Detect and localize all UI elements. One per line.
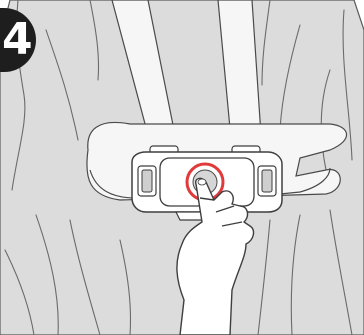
- thumb-nail: [198, 179, 206, 185]
- step-badge: 4: [0, 8, 36, 72]
- step-number: 4: [0, 18, 33, 62]
